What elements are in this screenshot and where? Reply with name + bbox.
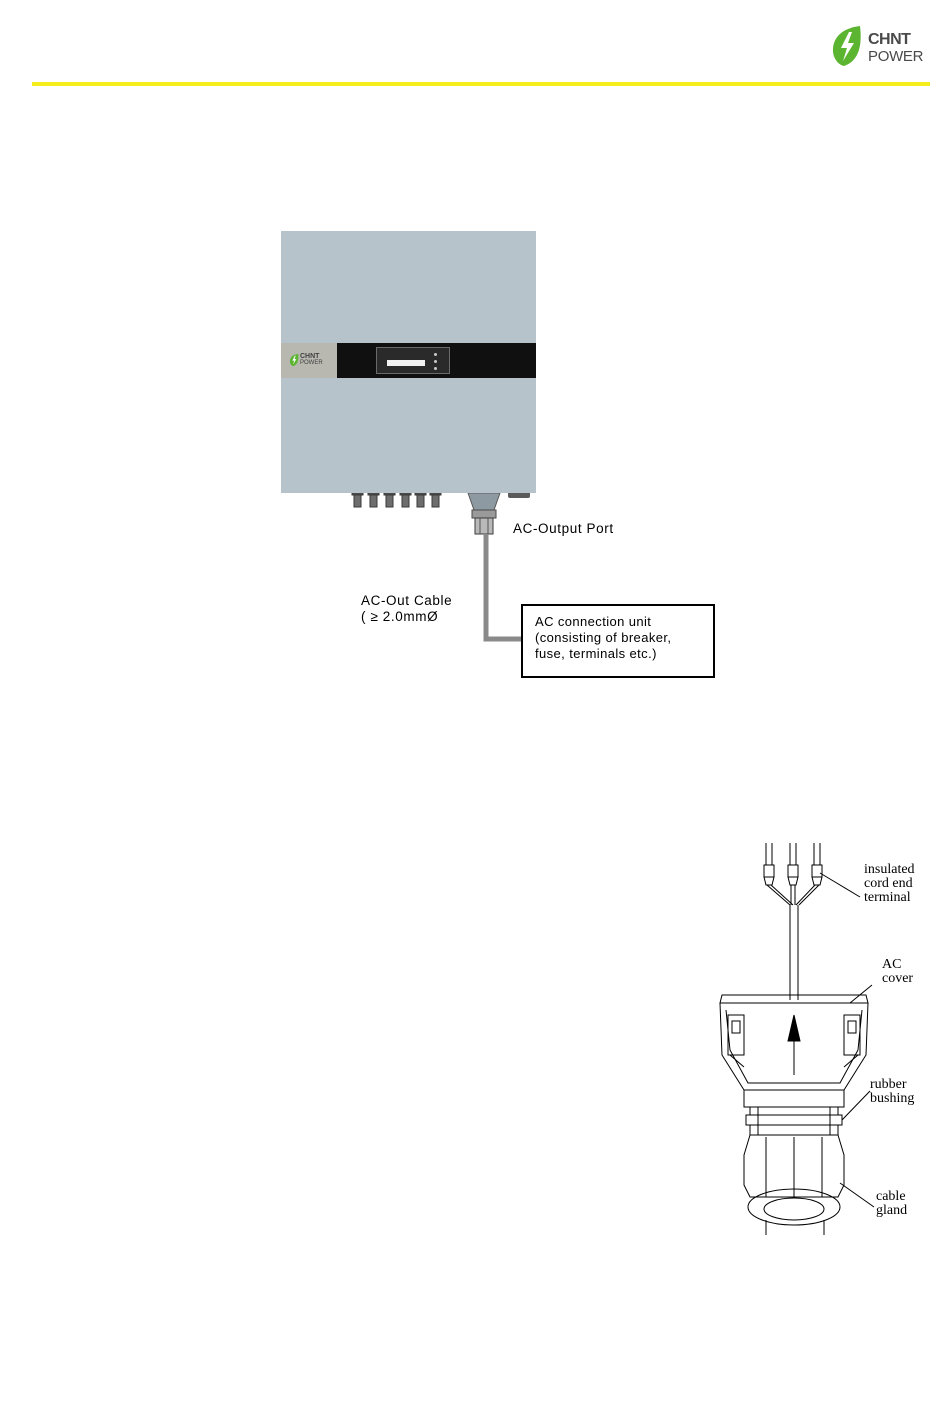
ac-output-port-label: AC-Output Port [513, 521, 614, 536]
ac-cover [720, 985, 872, 1090]
cord-end-terminals [764, 843, 860, 905]
ac-out-cable [486, 534, 521, 639]
rubber-bushing [744, 1090, 870, 1135]
cable-gland-label: cable gland [876, 1190, 907, 1218]
inverter-display-panel [376, 347, 450, 374]
lcd-screen [387, 360, 425, 366]
ac-unit-line3: fuse, terminals etc.) [535, 646, 657, 661]
ac-unit-line1: AC connection unit [535, 614, 651, 629]
cable-gland [744, 1135, 874, 1235]
gland-label-line: cable [876, 1190, 907, 1204]
rubber-bushing-label: rubber bushing [870, 1078, 914, 1106]
ac-out-cable-spec: ( ≥ 2.0mmØ [361, 609, 438, 624]
cover-label-line: cover [882, 972, 913, 986]
inverter-logo-word1: CHNT [300, 353, 319, 360]
ac-out-cable-label: AC-Out Cable [361, 593, 452, 608]
ac-cover-label: AC cover [882, 958, 913, 986]
cover-label-line: AC [882, 958, 913, 972]
bushing-label-line: rubber [870, 1078, 914, 1092]
inverter-logo-plate: CHNT POWER [281, 343, 337, 378]
status-led-icon [434, 360, 437, 363]
ac-connection-unit-box: AC connection unit (consisting of breake… [521, 604, 715, 678]
status-led-icon [434, 353, 437, 356]
inverter-logo-word2: POWER [300, 360, 323, 366]
terminal-label-line: cord end [864, 877, 915, 891]
insulated-terminal-label: insulated cord end terminal [864, 863, 915, 905]
ac-output-gland [468, 493, 500, 534]
leaf-bolt-icon [289, 353, 300, 367]
gland-label-line: gland [876, 1204, 907, 1218]
inverter-housing: CHNT POWER [281, 231, 536, 493]
bushing-label-line: bushing [870, 1092, 914, 1106]
terminal-label-line: insulated [864, 863, 915, 877]
terminal-label-line: terminal [864, 891, 915, 905]
ac-unit-line2: (consisting of breaker, [535, 630, 671, 645]
status-led-icon [434, 367, 437, 370]
